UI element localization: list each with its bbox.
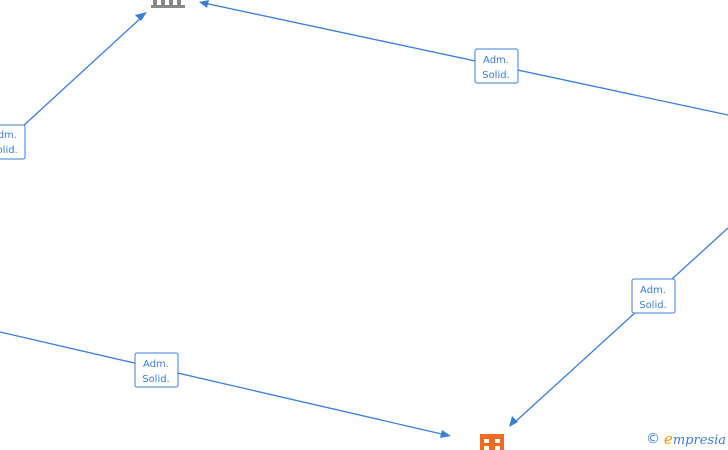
edge-3: Adm. Solid. <box>0 331 451 438</box>
edge-1: Adm. Solid. <box>0 12 147 160</box>
arrowhead <box>440 430 451 438</box>
arrowhead <box>135 12 147 21</box>
brand-initial: e <box>663 429 673 448</box>
copyright-icon: © <box>645 431 660 447</box>
person-top-node[interactable] <box>151 0 185 8</box>
company-bottom-node[interactable] <box>480 434 504 450</box>
edge-2-label[interactable]: Adm. Solid. <box>474 48 519 84</box>
edge-label-line1: Adm. <box>640 285 666 296</box>
edge-3-label[interactable]: Adm. Solid. <box>134 352 179 388</box>
brand-logo: empresia <box>663 429 726 448</box>
edge-label-line2: Solid. <box>482 70 510 81</box>
edge-label-line1: Adm. <box>143 359 169 370</box>
brand-watermark: © empresia <box>646 430 726 448</box>
edge-label-line2: Solid. <box>142 374 170 385</box>
edge-1-label[interactable]: Adm. Solid. <box>0 124 26 160</box>
building-icon <box>480 434 504 450</box>
edge-label-line2: Solid. <box>639 300 667 311</box>
edge-label-line1: Adm. <box>0 130 17 141</box>
edge-label-line2: Solid. <box>0 145 18 156</box>
arrowhead <box>509 416 518 427</box>
arrowhead <box>199 0 209 8</box>
edge-4: Adm. Solid. <box>509 227 728 427</box>
edge-4-label[interactable]: Adm. Solid. <box>631 278 676 314</box>
building-icon <box>151 0 185 8</box>
edge-2: Adm. Solid. <box>199 0 728 116</box>
edge-label-line1: Adm. <box>483 55 509 66</box>
brand-name: mpresia <box>672 432 726 448</box>
